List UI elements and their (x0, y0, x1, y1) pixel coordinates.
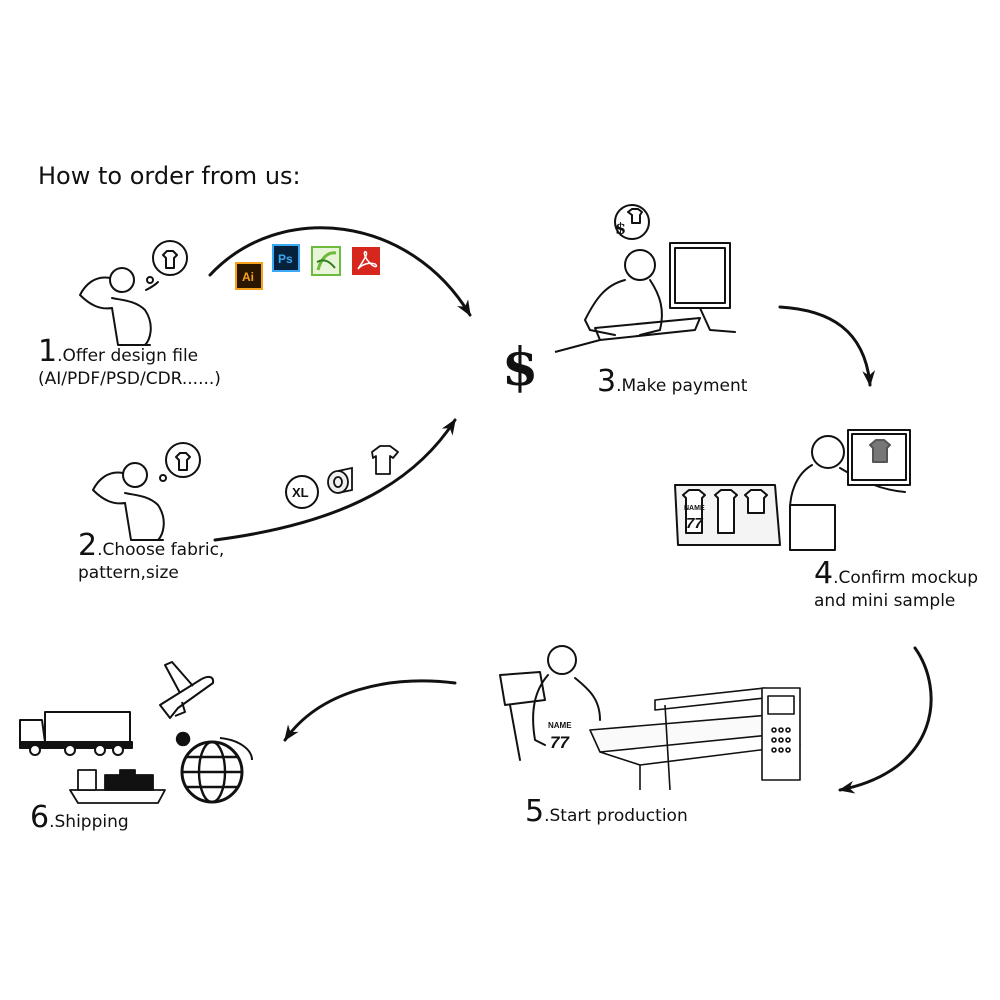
step-text-line2: (AI/PDF/PSD/CDR......) (38, 369, 221, 389)
step-number: 5 (525, 794, 545, 829)
arrow-production-to-shipping (283, 679, 457, 742)
arrow-payment-to-mockup (778, 305, 876, 387)
thinking-person-icon (92, 442, 201, 541)
photoshop-icon: Ps (272, 244, 300, 272)
mockup-jersey-number: 77 (686, 515, 703, 532)
sewing-worker-icon (499, 645, 601, 761)
step-4-label: 4.Confirm mockup and mini sample (814, 559, 979, 613)
flow-arrows (208, 226, 933, 794)
ai-badge-text: Ai (242, 270, 254, 284)
step-number: 2 (78, 528, 98, 563)
step-text: .Shipping (49, 812, 129, 832)
truck-icon (19, 711, 133, 756)
computer-user-icon: $ (584, 204, 736, 341)
arrow-step1-to-payment (208, 226, 472, 317)
step-number: 1 (38, 334, 58, 369)
size-xl-text: XL (292, 485, 309, 500)
step-text: .Confirm mockup (833, 568, 979, 588)
size-xl-icon: XL (285, 475, 319, 509)
cargo-ship-icon (69, 769, 166, 804)
adobe-illustrator-icon: Ai (235, 262, 263, 290)
step-6-label: 6.Shipping (30, 803, 129, 834)
arrow-step2-to-payment (213, 418, 457, 542)
coreldraw-icon (311, 246, 341, 276)
step-text-line2: pattern,size (78, 563, 179, 583)
production-jersey-name: NAME (548, 721, 572, 730)
step-text-line2: and mini sample (814, 591, 956, 611)
step-number: 6 (30, 800, 50, 835)
printing-machine-icon (589, 687, 801, 791)
ps-badge-text: Ps (278, 252, 293, 266)
step-text: .Make payment (616, 376, 748, 396)
step-1-label: 1.Offer design file (AI/PDF/PSD/CDR.....… (38, 337, 221, 391)
pdf-icon (352, 247, 380, 275)
production-jersey-number: 77 (550, 733, 570, 752)
step-text: .Choose fabric, (97, 540, 225, 560)
tshirt-icon (371, 445, 399, 475)
step-2-label: 2.Choose fabric, pattern,size (78, 531, 225, 585)
svg-text:$: $ (615, 219, 626, 238)
step-5-label: 5.Start production (525, 797, 688, 828)
fabric-roll-icon (327, 466, 353, 494)
step-3-label: 3.Make payment (597, 367, 748, 398)
dollar-icon: $ (502, 337, 538, 398)
globe-icon (175, 731, 253, 804)
step-number: 3 (597, 364, 617, 399)
thinking-person-icon (79, 240, 188, 346)
step-text: .Offer design file (57, 346, 199, 366)
arrow-mockup-to-production (838, 646, 933, 794)
step-number: 4 (814, 556, 834, 591)
mockup-station-icon (674, 429, 911, 551)
step-text: .Start production (544, 806, 688, 826)
airplane-icon (159, 661, 215, 719)
mockup-jersey-name: NAME (684, 505, 705, 512)
page-title: How to order from us: (38, 162, 301, 190)
